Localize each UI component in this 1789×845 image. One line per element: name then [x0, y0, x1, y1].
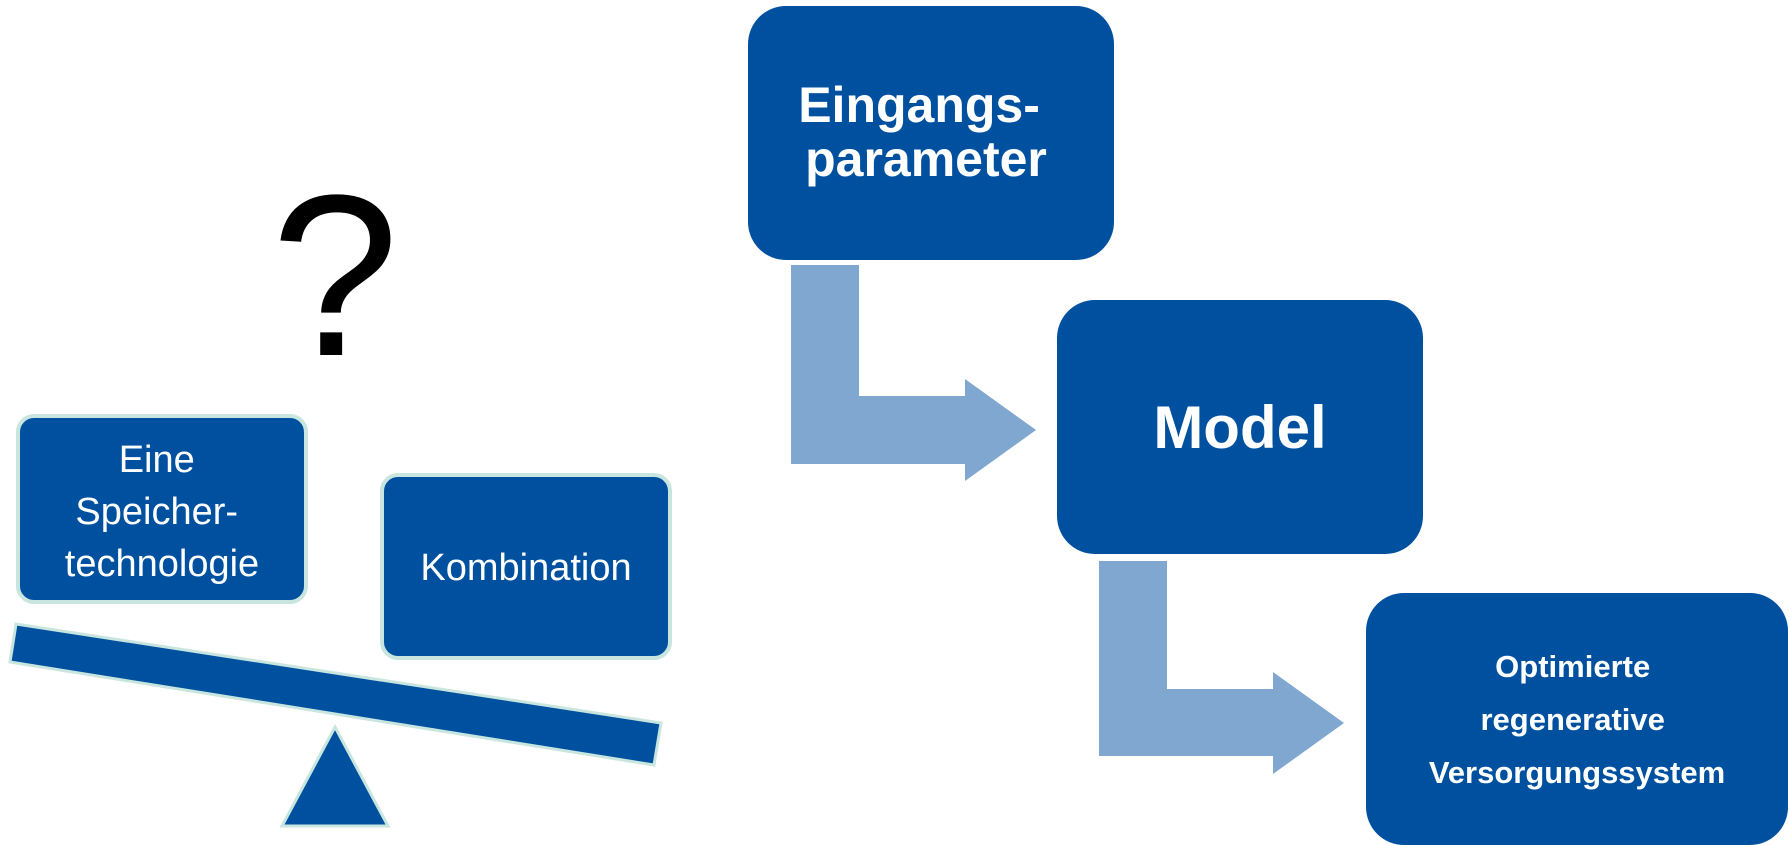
output-box-shape [1366, 593, 1788, 845]
input-box: Eingangs- parameter [748, 6, 1114, 260]
output-box-line-1: Optimierte [1495, 649, 1650, 684]
arrow-input-to-model [791, 265, 1036, 481]
output-box-line-2: regenerative [1480, 702, 1664, 737]
input-box-shape [748, 6, 1114, 260]
model-box: Model [1057, 300, 1423, 554]
seesaw-beam [8, 622, 663, 767]
model-box-label: Model [1153, 394, 1326, 461]
question-mark: ? [271, 147, 399, 404]
left-box-shape [16, 414, 308, 604]
output-box: Optimierte regenerative Versorgungssyste… [1366, 593, 1788, 845]
input-box-label: Eingangs- parameter [798, 77, 1054, 187]
left-box-line-1: Eine [119, 439, 195, 481]
left-box-label: Eine Speicher- technologie [65, 439, 259, 585]
output-box-line-3: Versorgungssystem [1429, 755, 1725, 790]
left-box: Eine Speicher- technologie [16, 414, 308, 604]
arrow-model-to-output [1099, 561, 1344, 774]
left-box-line-2: Speicher- [75, 491, 238, 533]
right-box-shape [380, 473, 672, 660]
output-box-label: Optimierte regenerative Versorgungssyste… [1429, 649, 1725, 790]
seesaw-fulcrum [279, 723, 391, 828]
right-box-label: Kombination [420, 547, 631, 589]
right-box: Kombination [380, 473, 672, 660]
left-box-line-3: technologie [65, 543, 259, 585]
model-box-shape [1057, 300, 1423, 554]
input-box-line-1: Eingangs- [798, 77, 1040, 133]
input-box-line-2: parameter [805, 131, 1047, 187]
